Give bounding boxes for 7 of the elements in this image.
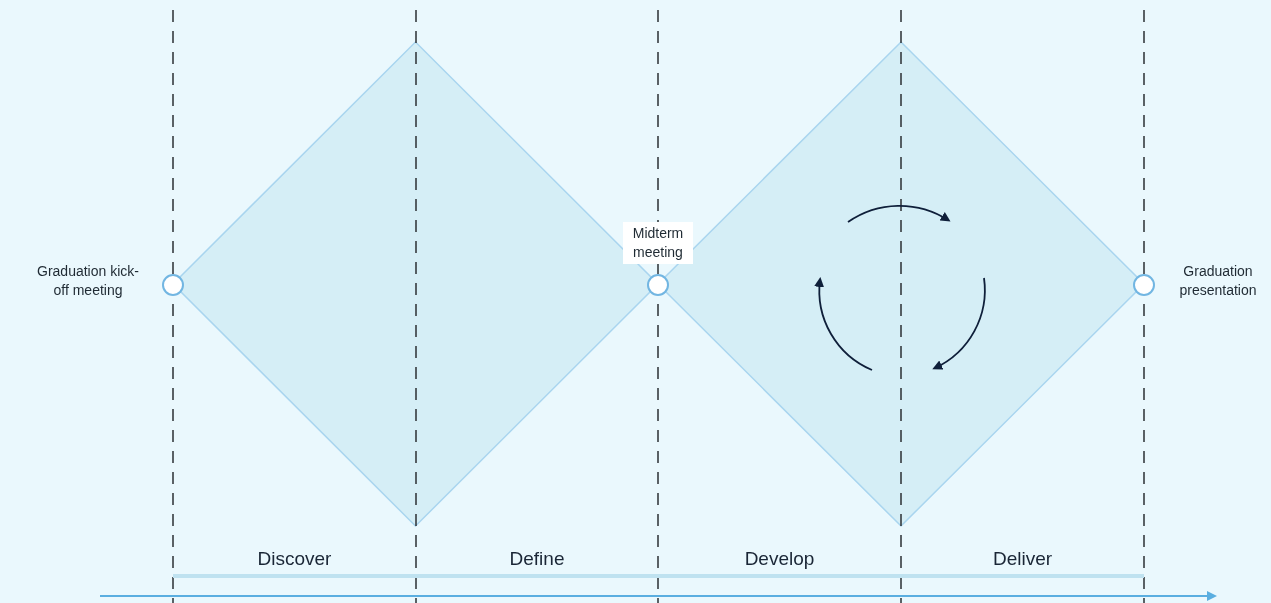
phase-label: Define [508, 547, 566, 571]
phase-label: Discover [256, 547, 333, 571]
milestone-label: Midterm meeting [623, 222, 693, 264]
milestone-label: Graduation kick-off meeting [36, 262, 140, 300]
phase-label: Deliver [991, 547, 1054, 571]
phase-label: Develop [743, 547, 816, 571]
milestone-label: Graduation presentation [1178, 262, 1258, 300]
